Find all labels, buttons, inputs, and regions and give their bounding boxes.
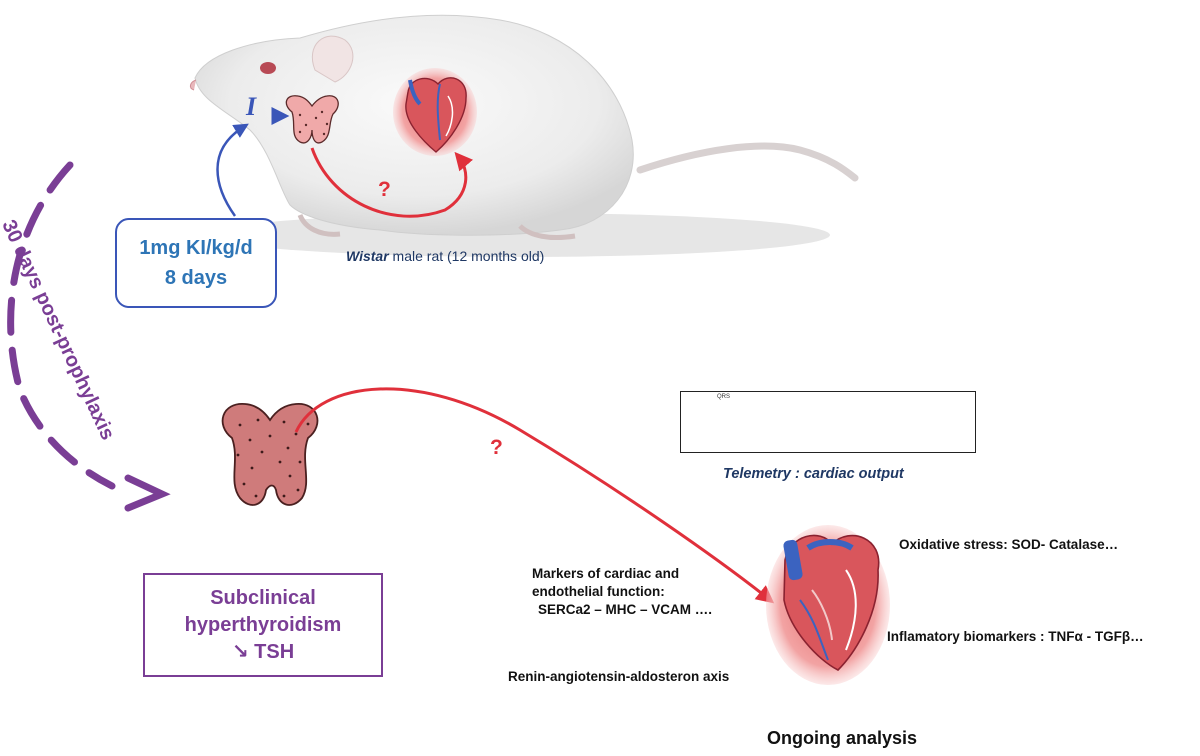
rat-nose xyxy=(189,79,197,91)
ecg-box xyxy=(680,391,976,453)
dose-arrow xyxy=(216,123,249,217)
timeline-arc xyxy=(7,161,116,490)
ecg-qrs-label: QRS xyxy=(717,394,731,400)
cardiac-markers-label: Markers of cardiac and endothelial funct… xyxy=(532,565,712,619)
condition-box: Subclinical hyperthyroidism ↘ TSH xyxy=(143,573,383,677)
cardiac-markers-line-1: Markers of cardiac and xyxy=(532,566,680,581)
inflammatory-label: Inflamatory biomarkers : TNFα - TGFβ… xyxy=(887,629,1144,644)
rat-hind-paw xyxy=(518,224,576,241)
rat-eye xyxy=(260,62,276,74)
telemetry-caption: Telemetry : cardiac output xyxy=(723,466,904,482)
dose-line-1: 1mg KI/kg/d xyxy=(139,237,253,259)
rat-ear xyxy=(311,35,354,83)
dose-line-2: 8 days xyxy=(164,267,228,289)
condition-line-1: Subclinical xyxy=(210,586,316,609)
rat-illustration xyxy=(189,14,859,257)
raas-label: Renin-angiotensin-aldosteron axis xyxy=(508,669,730,684)
large-heart-icon xyxy=(766,525,890,685)
condition-line-3: ↘ TSH xyxy=(231,640,295,663)
iodine-symbol: I xyxy=(246,92,257,121)
rat-description: male rat (12 months old) xyxy=(388,248,545,264)
thyroid-gland-icon xyxy=(221,403,319,506)
lower-question-mark: ? xyxy=(490,436,503,459)
rat-tail xyxy=(636,142,859,182)
dose-box: 1mg KI/kg/d 8 days xyxy=(115,218,277,308)
cardiac-markers-line-2: endothelial function: xyxy=(532,584,665,599)
rat-species: Wistar xyxy=(346,248,389,264)
upper-question-mark: ? xyxy=(378,178,391,201)
lower-red-arrow xyxy=(294,387,775,604)
ongoing-analysis-title: Ongoing analysis xyxy=(767,728,918,748)
upper-red-arrow xyxy=(310,147,474,218)
small-heart-icon xyxy=(393,68,477,156)
cardiac-markers-line-3: SERCa2 – MHC – VCAM …. xyxy=(538,602,713,617)
timeline-arrowhead xyxy=(124,474,171,512)
oxidative-stress-label: Oxidative stress: SOD- Catalase… xyxy=(899,537,1119,552)
rat-caption: Wistar male rat (12 months old) xyxy=(346,248,544,264)
condition-line-2: hyperthyroidism xyxy=(184,613,342,636)
rat-front-paw xyxy=(297,213,341,237)
small-thyroid-icon xyxy=(285,95,339,144)
